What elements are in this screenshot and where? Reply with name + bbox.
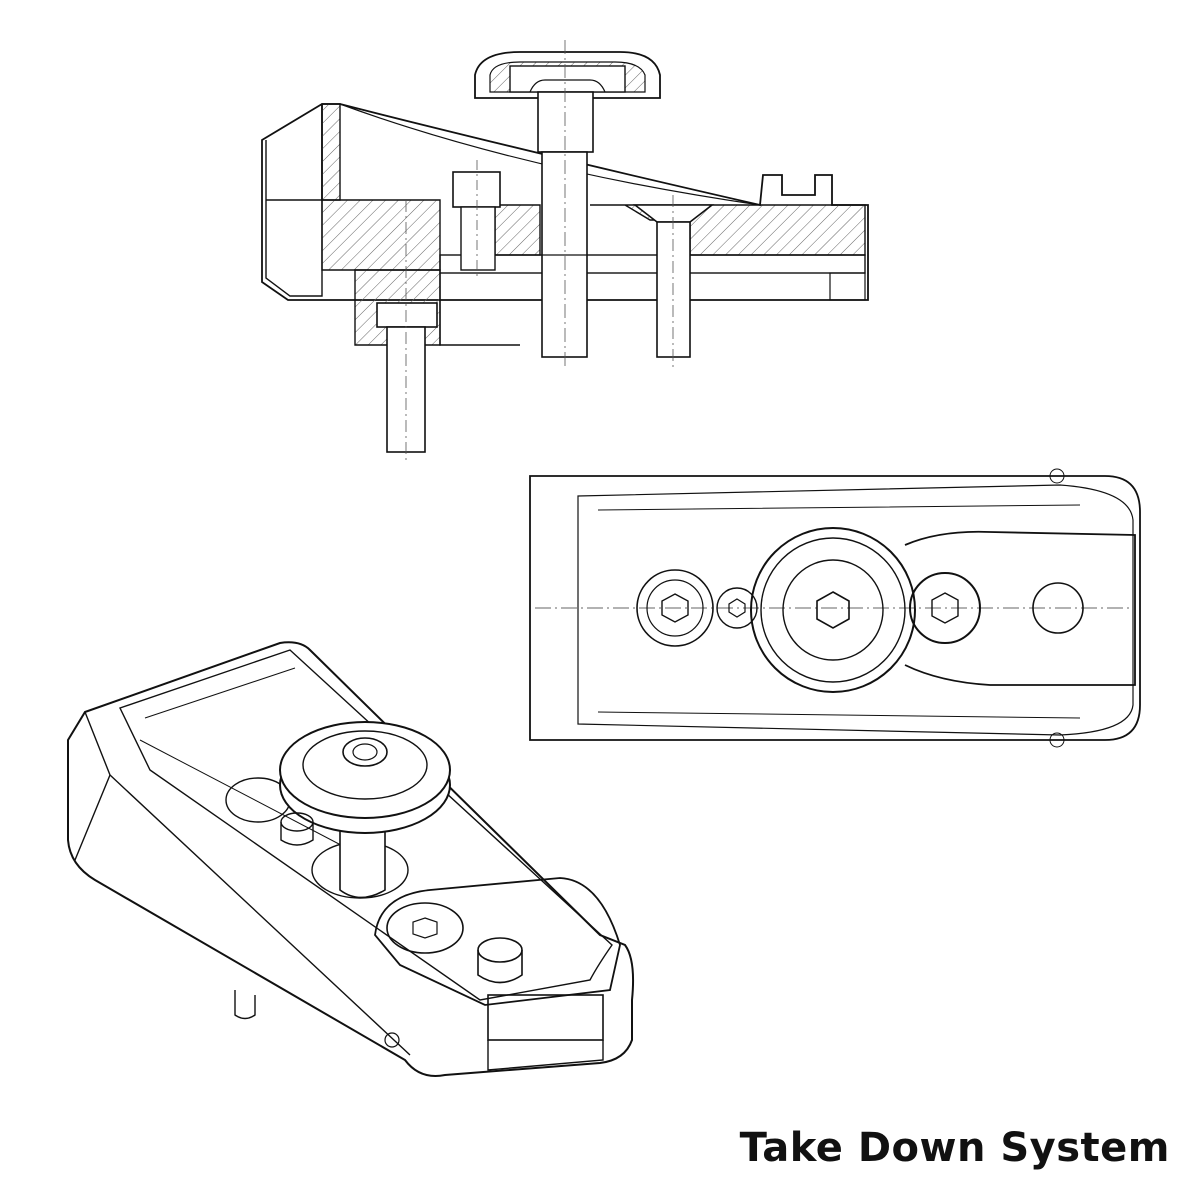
iso-cap-screw-head: [386, 902, 464, 954]
section-inner-cavity: [265, 140, 323, 297]
iso-body-outline: [67, 641, 635, 1077]
section-hatch-right: [590, 204, 866, 256]
top-view: [529, 468, 1141, 748]
isometric-view: [67, 641, 635, 1077]
section-body-outline: [261, 103, 869, 301]
section-hatch-left: [321, 103, 341, 201]
cap-screw-section: [452, 160, 501, 280]
top-view-inner-rim: [577, 484, 1134, 736]
section-view: [261, 40, 869, 460]
top-view-screw-head-right: [909, 572, 981, 644]
top-view-outline: [529, 475, 1141, 741]
knob-section: [474, 51, 661, 99]
top-view-dowel-hole: [1032, 582, 1084, 634]
iso-dowel: [477, 937, 523, 984]
section-hatch-mid: [494, 204, 541, 256]
dowel-pin-section: [376, 200, 438, 460]
iso-knob: [279, 721, 451, 899]
iso-inner-cavity: [119, 649, 613, 1001]
drawing-title: Take Down System: [739, 1125, 1170, 1171]
top-view-small-screw: [716, 587, 758, 629]
top-view-knob-inner: [782, 559, 884, 661]
iso-bottom-pin: [234, 990, 256, 1020]
top-view-knob-outer: [750, 527, 916, 693]
top-view-screw-head-left: [636, 569, 714, 647]
iso-front-face: [487, 994, 604, 1041]
iso-slot: [374, 877, 621, 1006]
countersunk-screw-section: [632, 195, 715, 370]
section-base-plate: [439, 254, 866, 274]
shaft-bolt-section: [537, 40, 594, 370]
section-hatch-floor: [321, 199, 441, 271]
iso-small-screw: [280, 812, 314, 846]
top-view-slot: [904, 530, 1136, 686]
